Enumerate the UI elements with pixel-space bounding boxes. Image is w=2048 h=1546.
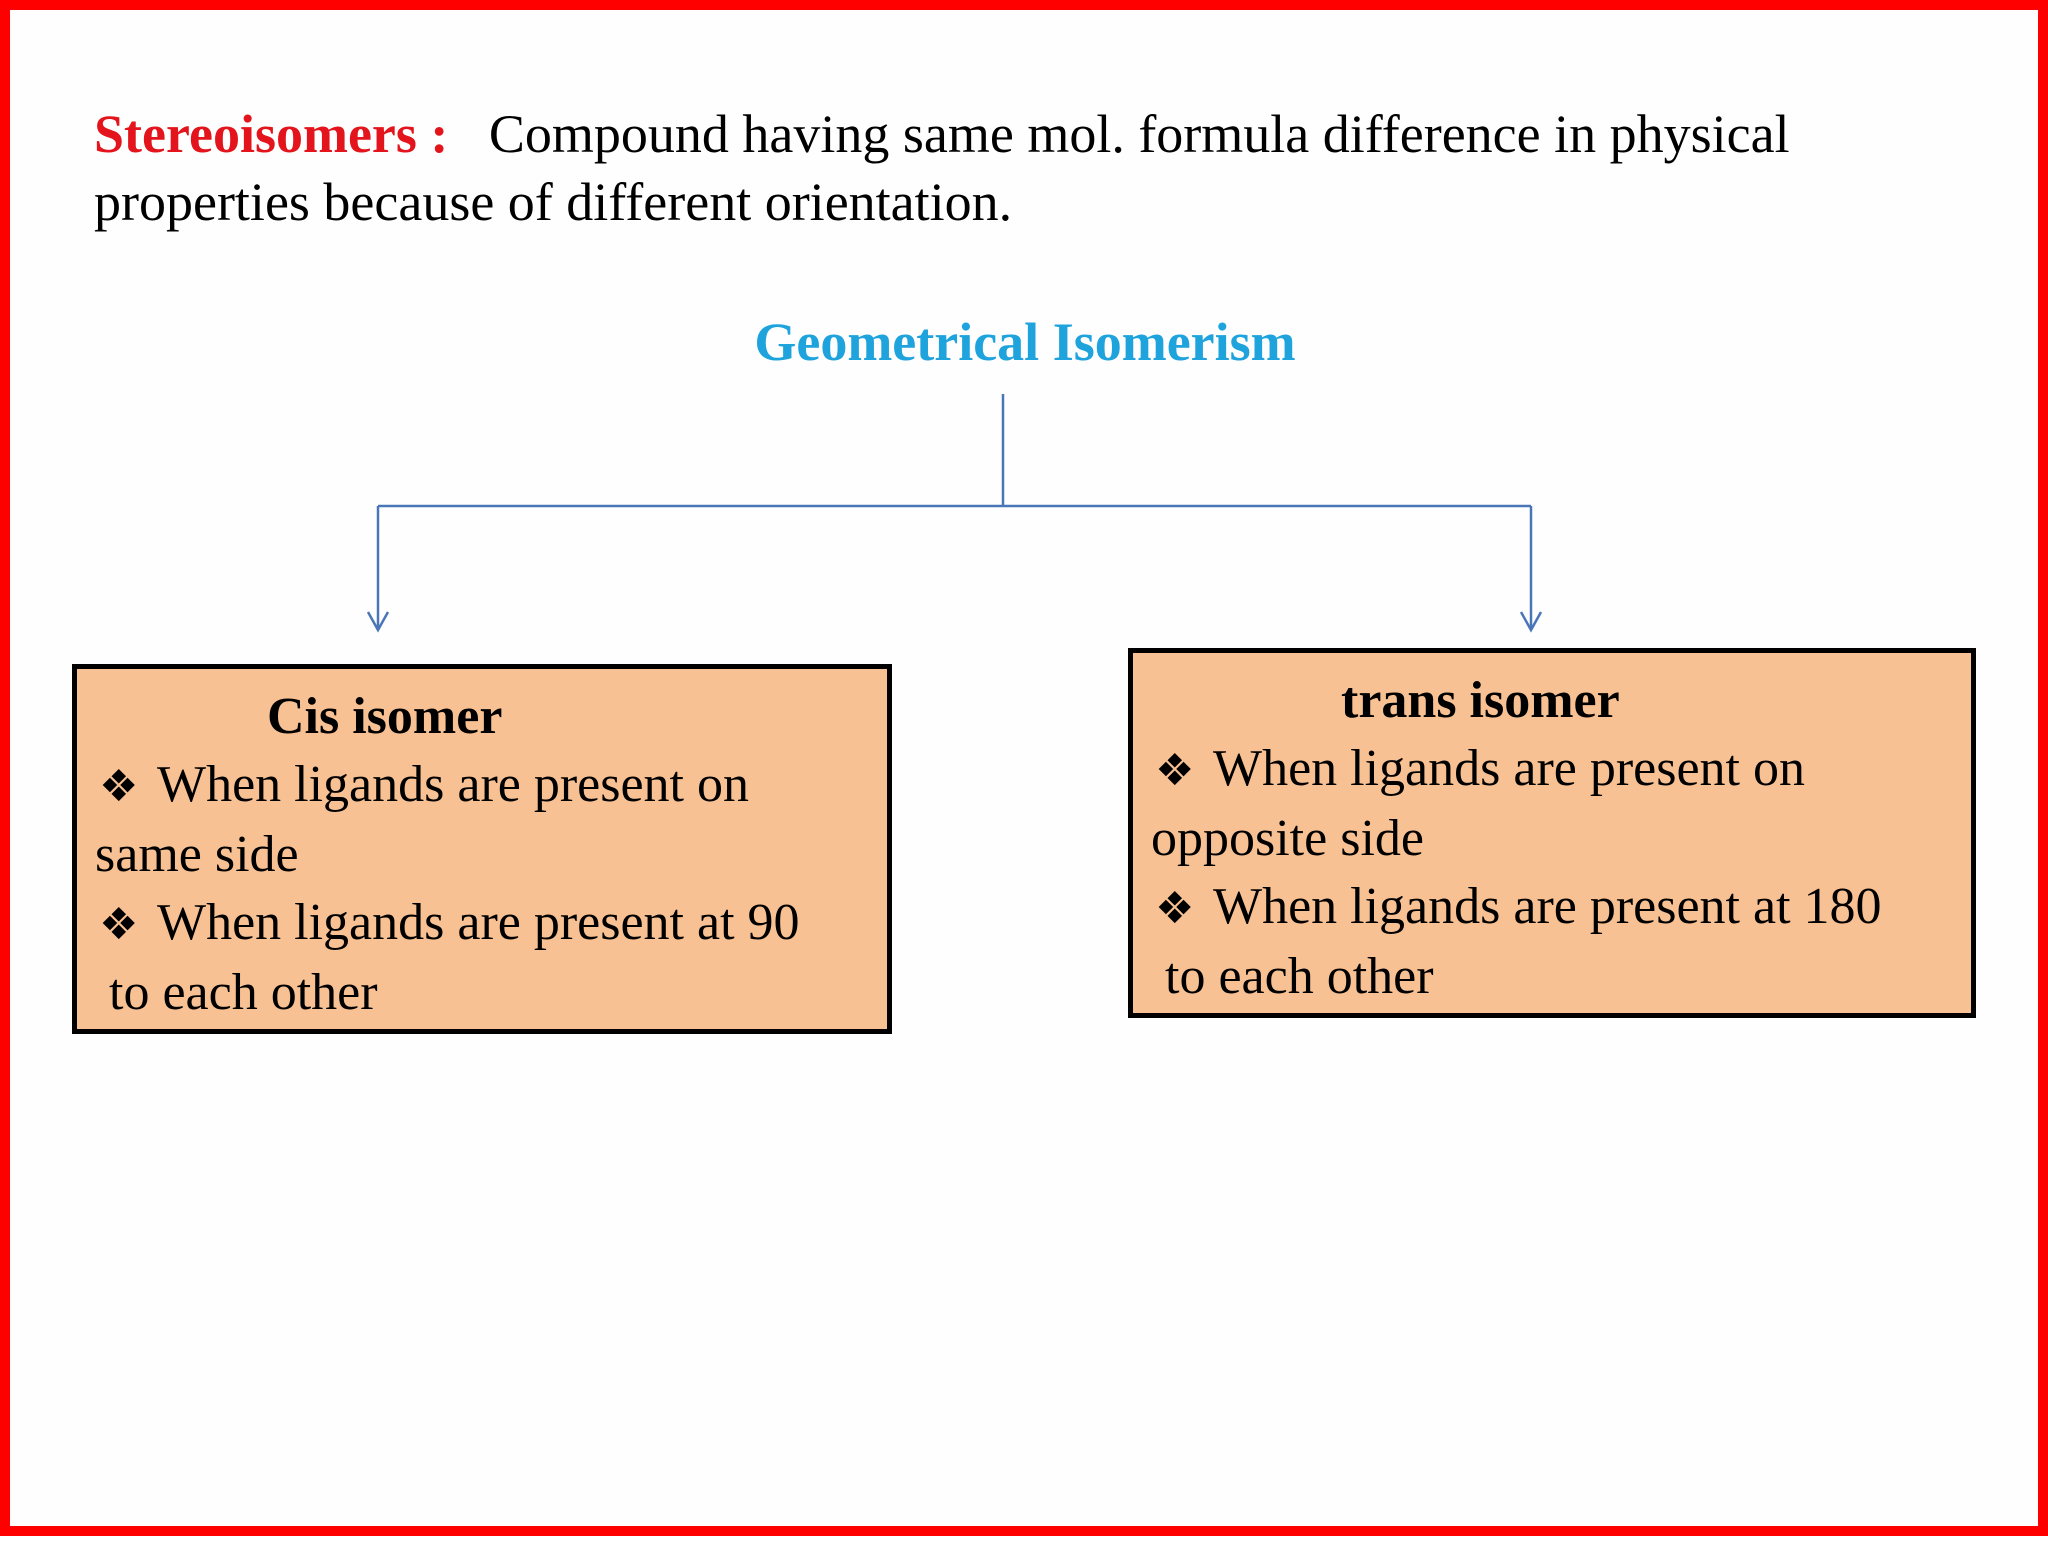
- trans-point-2: ❖ When ligands are present at 180: [1151, 873, 1953, 943]
- cis-point-2-line2: to each other: [109, 964, 378, 1021]
- trans-point-1: ❖ When ligands are present on: [1151, 735, 1953, 805]
- diamond-bullet-icon: ❖: [1155, 883, 1195, 934]
- diamond-bullet-icon: ❖: [99, 899, 139, 950]
- diamond-bullet-icon: ❖: [1155, 745, 1195, 796]
- cis-point-1-line1: When ligands are present on: [157, 756, 750, 813]
- cis-point-1-line2: same side: [95, 826, 299, 883]
- cis-isomer-box: Cis isomer ❖When ligands are present on …: [72, 664, 892, 1034]
- trans-point-2-line1: When ligands are present at 180: [1213, 878, 1882, 935]
- cis-isomer-heading: Cis isomer: [267, 688, 503, 745]
- trans-point-1-line1: When ligands are present on: [1213, 740, 1806, 797]
- trans-isomer-heading: trans isomer: [1341, 672, 1620, 729]
- cis-point-2: ❖ When ligands are present at 90: [95, 889, 869, 959]
- definition-term: Stereoisomers :: [94, 104, 449, 164]
- trans-point-1-line2: opposite side: [1151, 810, 1424, 867]
- cis-point-2-line1: When ligands are present at 90: [157, 894, 800, 951]
- trans-isomer-box: trans isomer ❖ When ligands are present o…: [1128, 648, 1976, 1018]
- right-arrow-head-icon: [1519, 611, 1543, 633]
- cis-point-1: ❖ When ligands are present on: [95, 751, 869, 821]
- diagram-root-title: Geometrical Isomerism: [754, 312, 1296, 372]
- left-arrow-head-icon: [366, 611, 390, 633]
- diamond-bullet-icon: ❖: [99, 761, 139, 812]
- definition-description: Compound having same mol. formula differ…: [94, 104, 1790, 232]
- trans-point-2-line2: to each other: [1165, 948, 1434, 1005]
- definition: Stereoisomers : Compound having same mol…: [94, 100, 1974, 236]
